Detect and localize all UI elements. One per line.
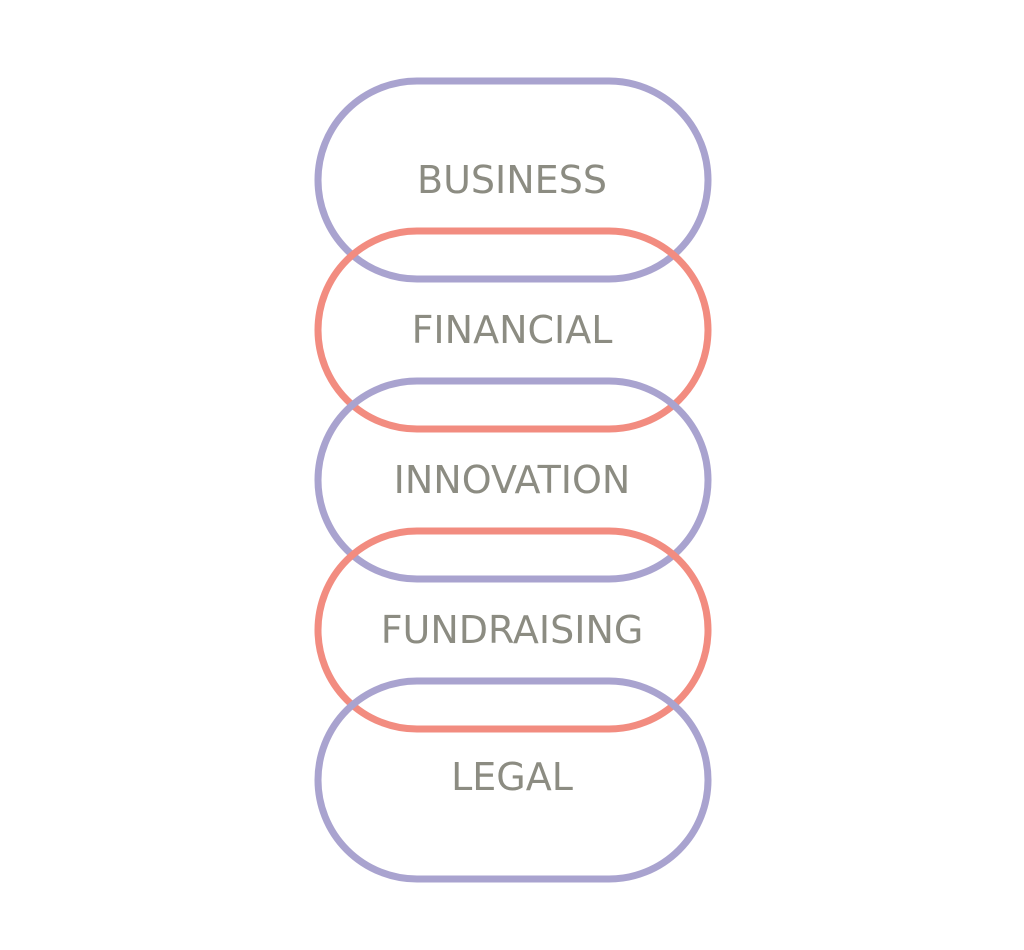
pill-business (314, 77, 712, 283)
labels-layer: BUSINESS FINANCIAL INNOVATION FUNDRAISING LE… (381, 158, 644, 799)
pills-layer (314, 77, 712, 883)
pill-innovation (314, 377, 712, 583)
pill-label-fundraising: FUNDRAISING (381, 608, 644, 652)
pill-label-innovation: INNOVATION (394, 458, 631, 502)
pill-label-legal: LEGAL (451, 755, 573, 799)
pill-fundraising (314, 527, 712, 733)
pill-label-business: BUSINESS (417, 158, 607, 202)
pill-legal (314, 677, 712, 883)
pill-label-financial: FINANCIAL (412, 308, 613, 352)
pill-financial (314, 227, 712, 433)
